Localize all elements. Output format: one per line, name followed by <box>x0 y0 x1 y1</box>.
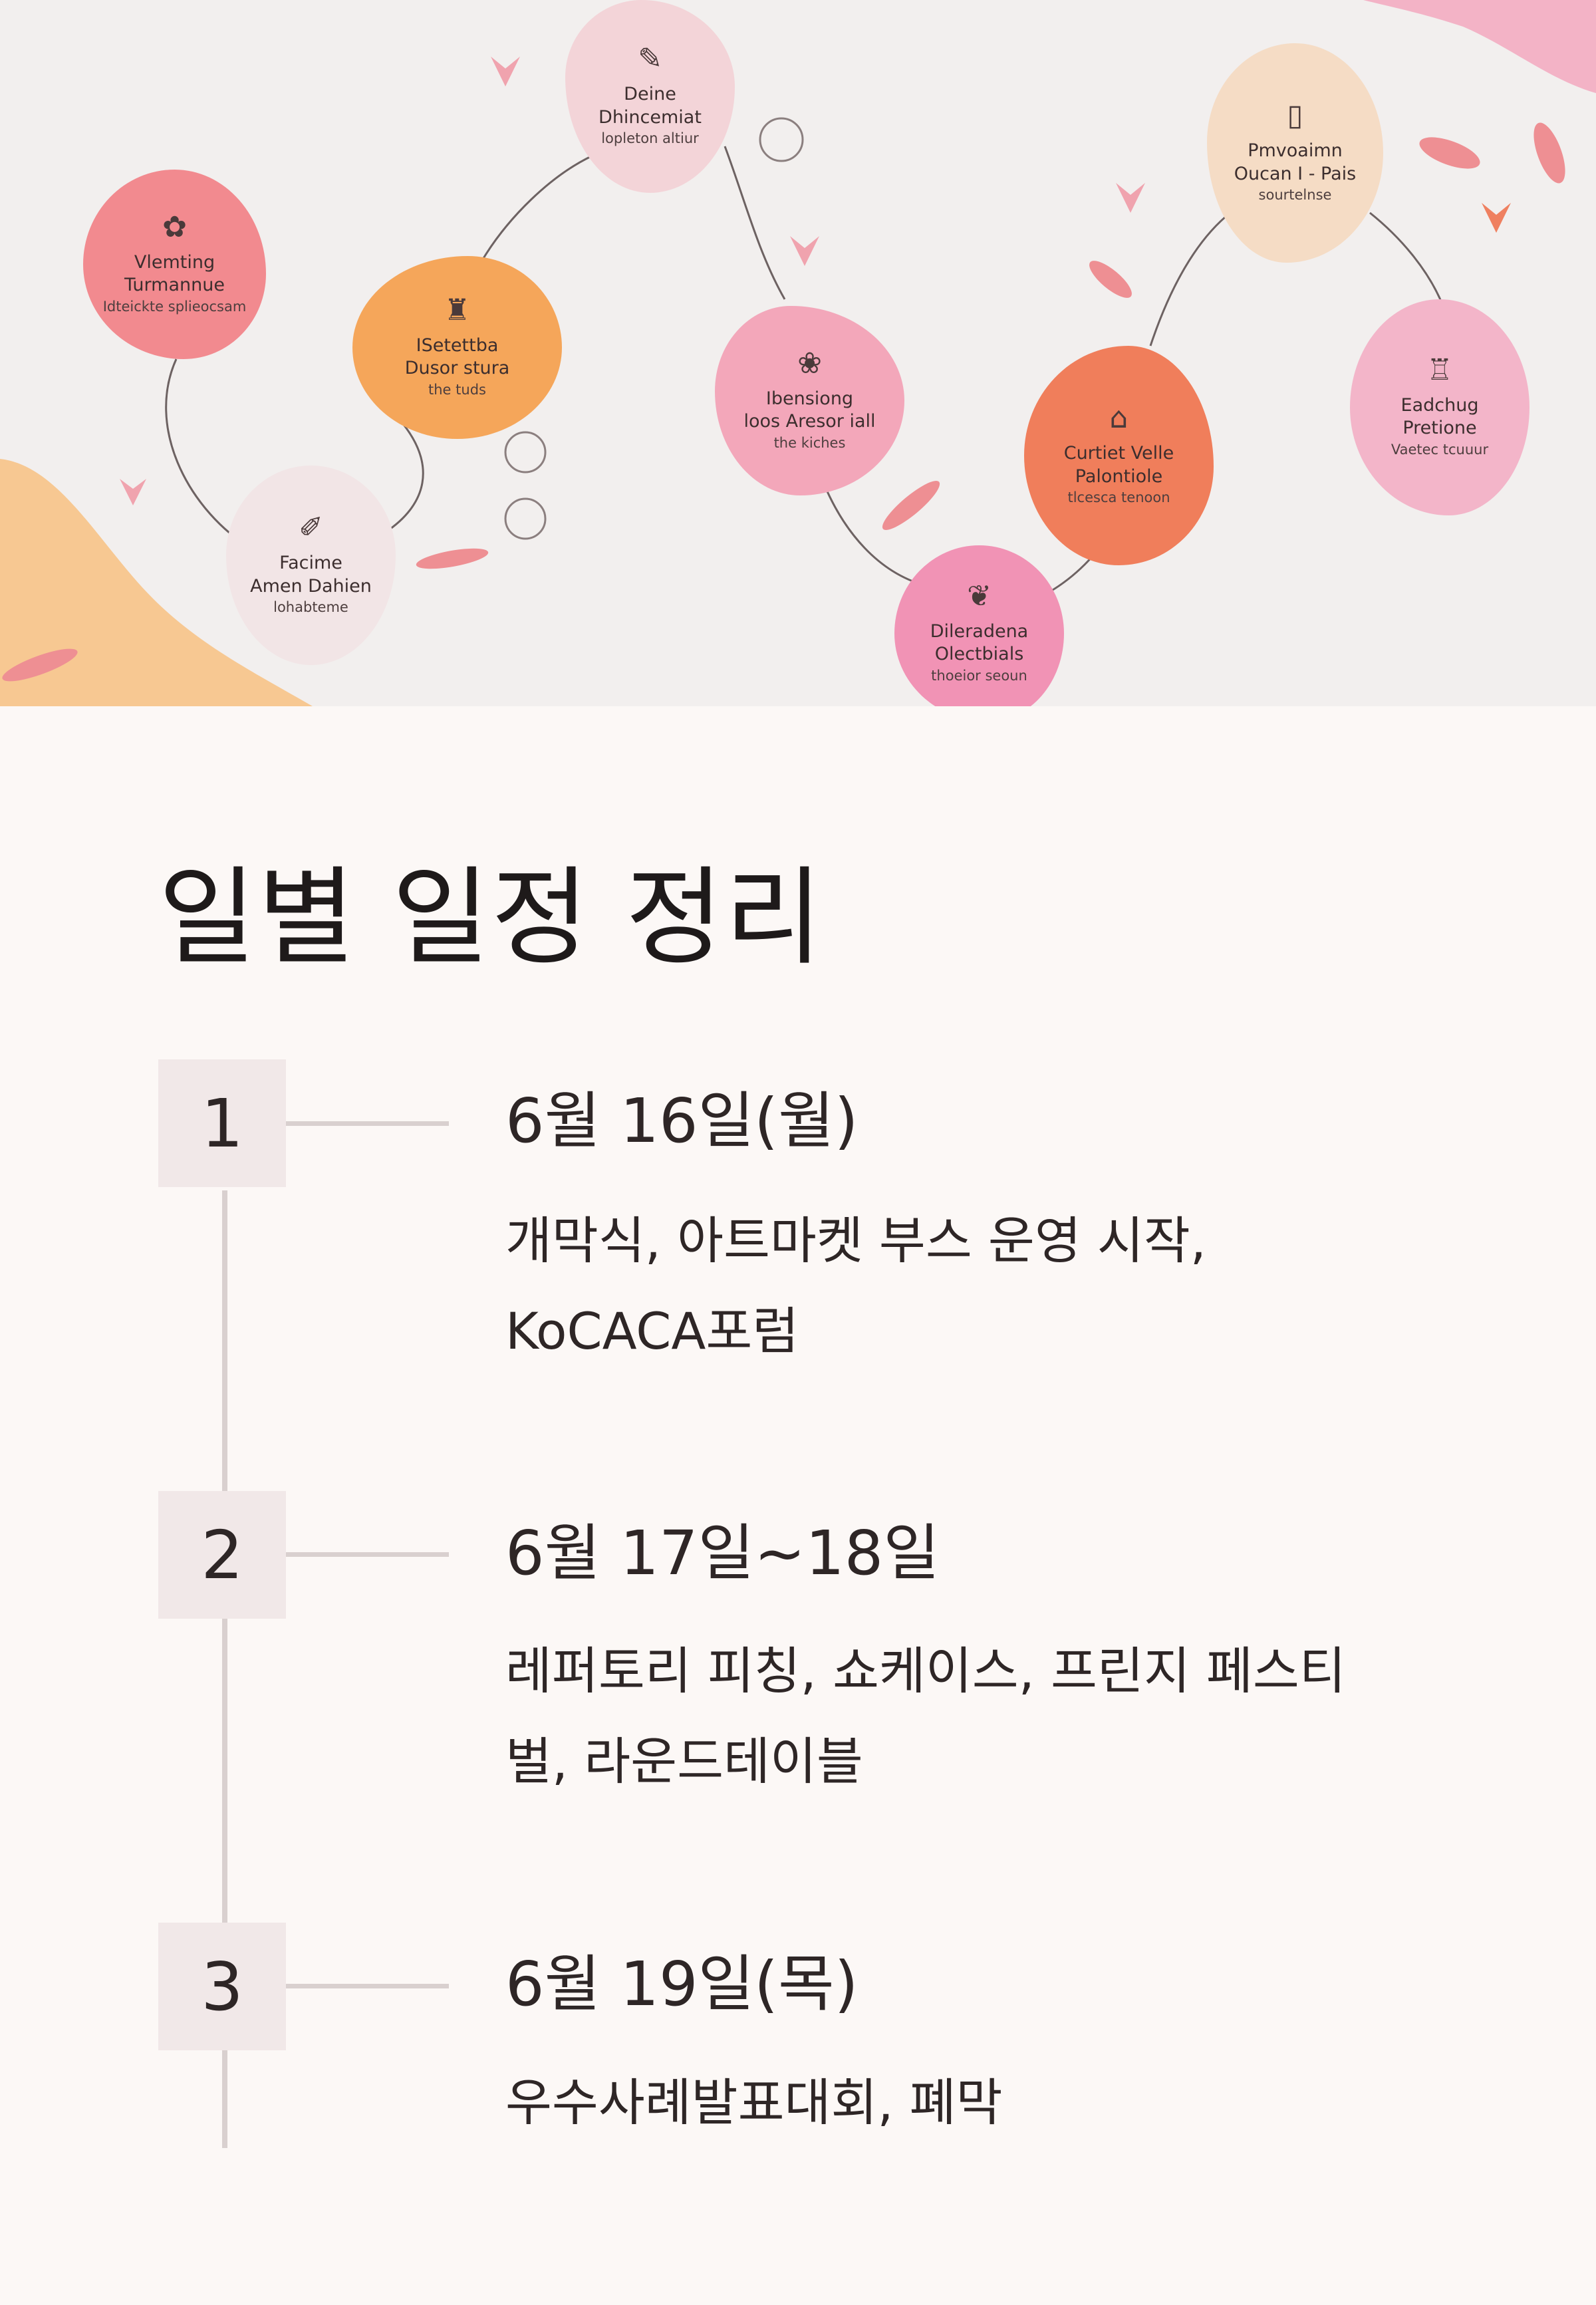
hero-node-6-line3: thoeior seoun <box>931 667 1027 684</box>
page-title: 일별 일정 정리 <box>158 855 824 980</box>
flower-outlines <box>504 117 804 540</box>
hero-node-1-line2: Dhincemiat <box>598 106 702 128</box>
hero-node-2: ✿ Vlemting Turmannue Idteickte splieocsa… <box>83 170 266 359</box>
step-date-1: 6월 16일(월) <box>505 1085 859 1156</box>
cat-icon: ✿ <box>162 209 187 244</box>
step-description-3-line1: 우수사례발표대회, 폐막 <box>505 2073 1003 2132</box>
hero-node-6-line1: Dileradena <box>930 620 1029 642</box>
step-connector-3 <box>286 1984 449 1988</box>
hero-node-1-line3: lopleton altiur <box>601 130 699 147</box>
hero-node-8-line1: Pmvoaimn <box>1248 140 1343 162</box>
cake-stand-icon: ♖ <box>1426 352 1453 387</box>
hero-node-4-line1: Facime <box>279 553 342 574</box>
hero-illustration: ✎ Deine Dhincemiat lopleton altiur ✿ Vle… <box>0 0 1596 706</box>
hero-node-7-line3: tlcesca tenoon <box>1067 489 1170 506</box>
sketch-icon: ✐ <box>299 511 323 545</box>
phone-icon: ▯ <box>1287 98 1303 133</box>
timeline-line <box>222 1190 227 2148</box>
step-connector-2 <box>286 1552 449 1557</box>
hero-node-9-line3: Vaetec tcuuur <box>1391 441 1489 458</box>
hero-node-2-line1: Vlemting <box>134 251 215 273</box>
basket-icon: ♜ <box>444 293 471 327</box>
hero-node-8: ▯ Pmvoaimn Oucan I - Pais sourtelnse <box>1207 43 1383 263</box>
step-description-1-line2: KoCACA포럼 <box>505 1301 799 1361</box>
hero-node-8-line3: sourtelnse <box>1258 187 1332 203</box>
hero-decoration <box>0 0 1596 706</box>
hero-node-1: ✎ Deine Dhincemiat lopleton altiur <box>565 0 735 193</box>
corner-wash-right <box>1363 0 1596 93</box>
step-number-3: 3 <box>158 1923 286 2050</box>
step-connector-1 <box>286 1121 449 1126</box>
flower-buds <box>120 57 1511 505</box>
step-description-2-line1: 레퍼토리 피칭, 쇼케이스, 프린지 페스티 <box>505 1641 1346 1700</box>
step-description-1-line1: 개막식, 아트마켓 부스 운영 시작, <box>505 1211 1206 1270</box>
leaves <box>2 122 1565 682</box>
hero-node-4: ✐ Facime Amen Dahien lohabteme <box>226 466 396 665</box>
step-number-1: 1 <box>158 1059 286 1187</box>
step-date-3: 6월 19일(목) <box>505 1949 859 2020</box>
hero-node-9: ♖ Eadchug Pretione Vaetec tcuuur <box>1350 299 1530 515</box>
step-description-2-line2: 벌, 라운드테이블 <box>505 1732 863 1791</box>
corner-wash-left <box>0 459 313 706</box>
hero-node-5-line1: Ibensiong <box>765 388 854 409</box>
hero-node-1-line1: Deine <box>624 84 676 105</box>
hero-node-2-line3: Idteickte splieocsam <box>102 298 247 315</box>
step-number-2: 2 <box>158 1491 286 1619</box>
step-description-3: 우수사례발표대회, 폐막 <box>505 2058 1490 2148</box>
hero-node-4-line2: Amen Dahien <box>250 575 372 597</box>
hero-node-5-line3: the kiches <box>773 434 846 451</box>
hero-node-2-line2: Turmannue <box>124 275 225 296</box>
hero-node-6-line2: Olectbials <box>934 644 1024 665</box>
hero-node-9-line1: Eadchug <box>1400 394 1479 416</box>
vine-lines <box>165 146 1444 600</box>
hero-node-5: ❀ Ibensiong loos Aresor iall the kiches <box>715 306 904 495</box>
hero-node-7-line2: Palontiole <box>1075 466 1163 487</box>
hero-node-9-line2: Pretione <box>1402 418 1477 439</box>
pen-icon: ✎ <box>638 42 662 76</box>
hero-node-3-line2: Dusor stura <box>404 358 510 379</box>
hero-node-3: ♜ ISetettba Dusor stura the tuds <box>352 256 562 439</box>
cake-icon: ⌂ <box>1109 401 1129 436</box>
hero-node-7-line1: Curtiet Velle <box>1063 443 1174 464</box>
hands-icon: ❦ <box>967 579 992 613</box>
hero-node-3-line3: the tuds <box>428 381 486 398</box>
hero-node-8-line2: Oucan I - Pais <box>1234 163 1357 184</box>
step-description-1: 개막식, 아트마켓 부스 운영 시작, KoCACA포럼 <box>505 1196 1490 1377</box>
hero-node-6: ❦ Dileradena Olectbials thoeior seoun <box>894 545 1064 706</box>
hero-node-5-line2: loos Aresor iall <box>743 411 876 432</box>
hero-node-4-line3: lohabteme <box>273 599 348 616</box>
hero-node-7: ⌂ Curtiet Velle Palontiole tlcesca tenoo… <box>1024 346 1214 565</box>
hero-node-3-line1: ISetettba <box>416 335 499 356</box>
plants-icon: ❀ <box>797 346 822 380</box>
step-date-2: 6월 17일~18일 <box>505 1518 940 1589</box>
step-description-2: 레퍼토리 피칭, 쇼케이스, 프린지 페스티 벌, 라운드테이블 <box>505 1626 1490 1807</box>
